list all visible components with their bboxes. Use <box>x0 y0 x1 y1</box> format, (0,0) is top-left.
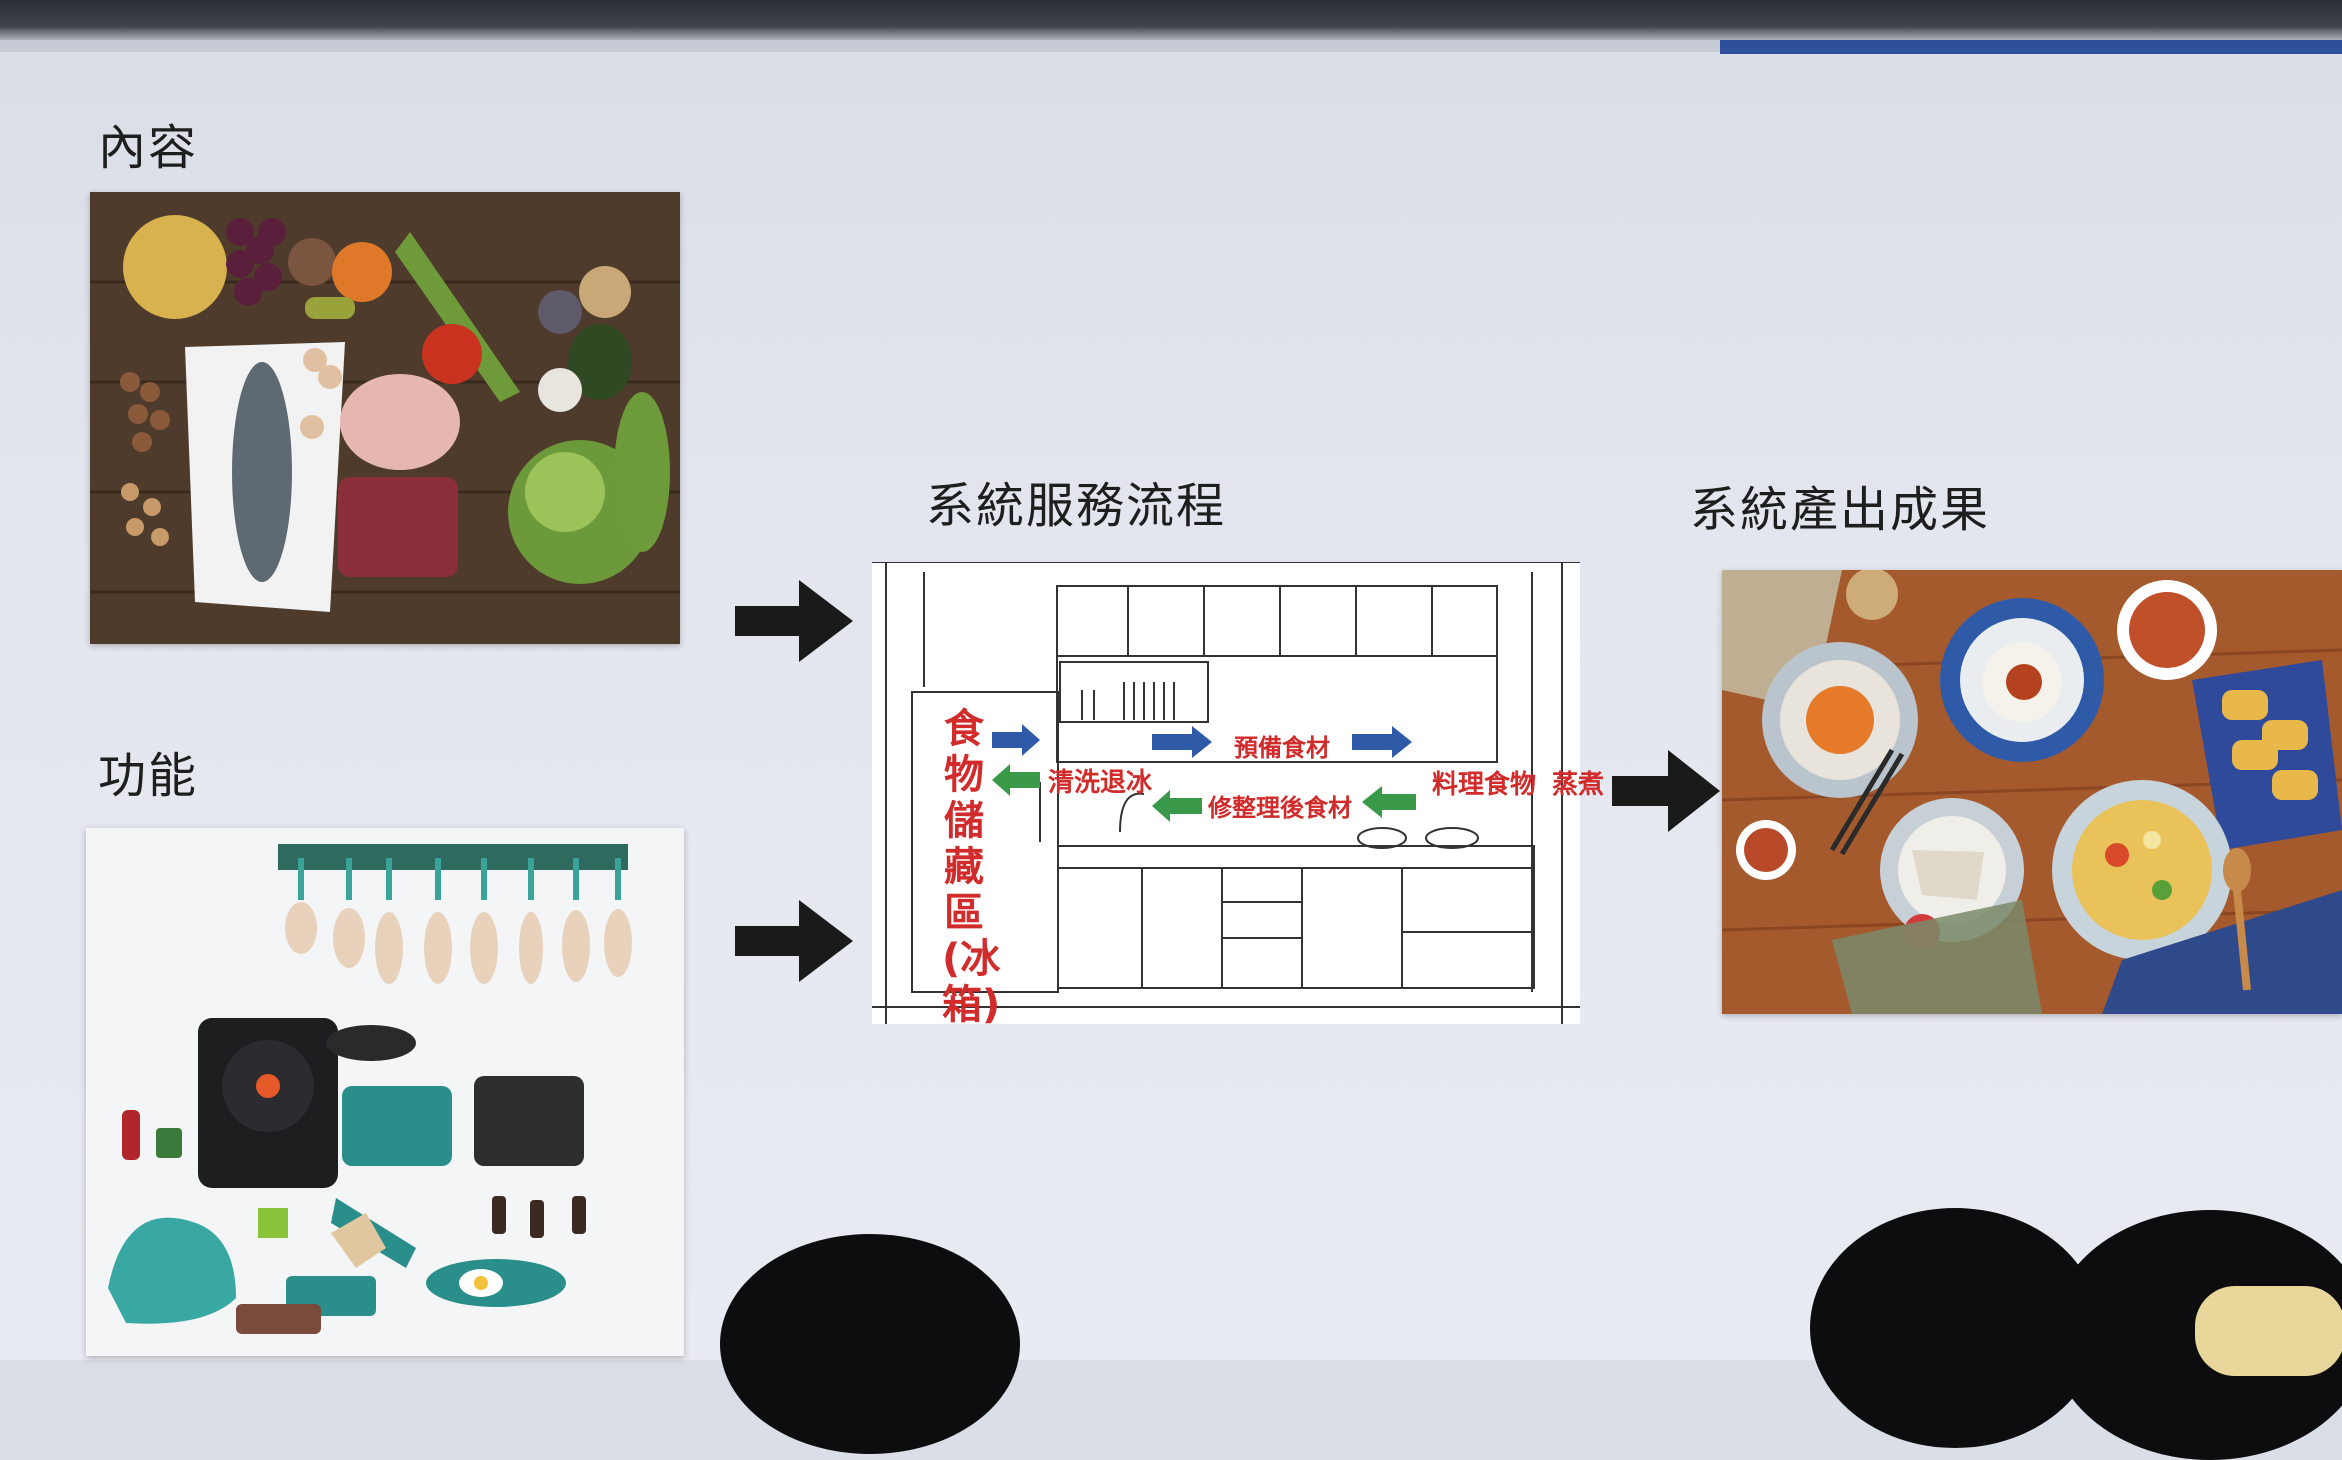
arrow-right-icon <box>735 900 853 982</box>
output-label: 系統產出成果 <box>1690 482 1991 538</box>
function-label: 功能 <box>98 748 199 804</box>
kitchenware-photo <box>86 828 684 1356</box>
slide-accent-bar <box>1720 40 2342 54</box>
arrow-right-icon <box>735 580 853 662</box>
arrow-right-icon <box>1612 750 1720 832</box>
dishes-result-photo <box>1722 570 2342 1014</box>
slide-top-bar <box>0 0 2342 44</box>
storage-area-label: 食物儲藏區(冰箱) <box>942 706 1001 1028</box>
kitchen-process-diagram: 食物儲藏區(冰箱) 清洗退冰 預備食材 料理食物 蒸煮 修整理後食材 <box>872 562 1604 1028</box>
prep-ingredients-label: 預備食材 <box>1234 734 1330 762</box>
audience-head <box>720 1234 1020 1454</box>
content-label: 內容 <box>98 120 199 176</box>
slide-top-rule <box>0 40 1720 52</box>
audience-hair-tie <box>2195 1286 2342 1376</box>
processed-ingredients-label: 修整理後食材 <box>1208 794 1352 822</box>
boil-label: 蒸煮 <box>1552 770 1605 800</box>
process-label: 系統服務流程 <box>926 478 1227 534</box>
wash-thaw-label: 清洗退冰 <box>1048 768 1153 798</box>
cook-food-label: 料理食物 <box>1432 770 1537 800</box>
ingredients-photo <box>90 192 680 644</box>
